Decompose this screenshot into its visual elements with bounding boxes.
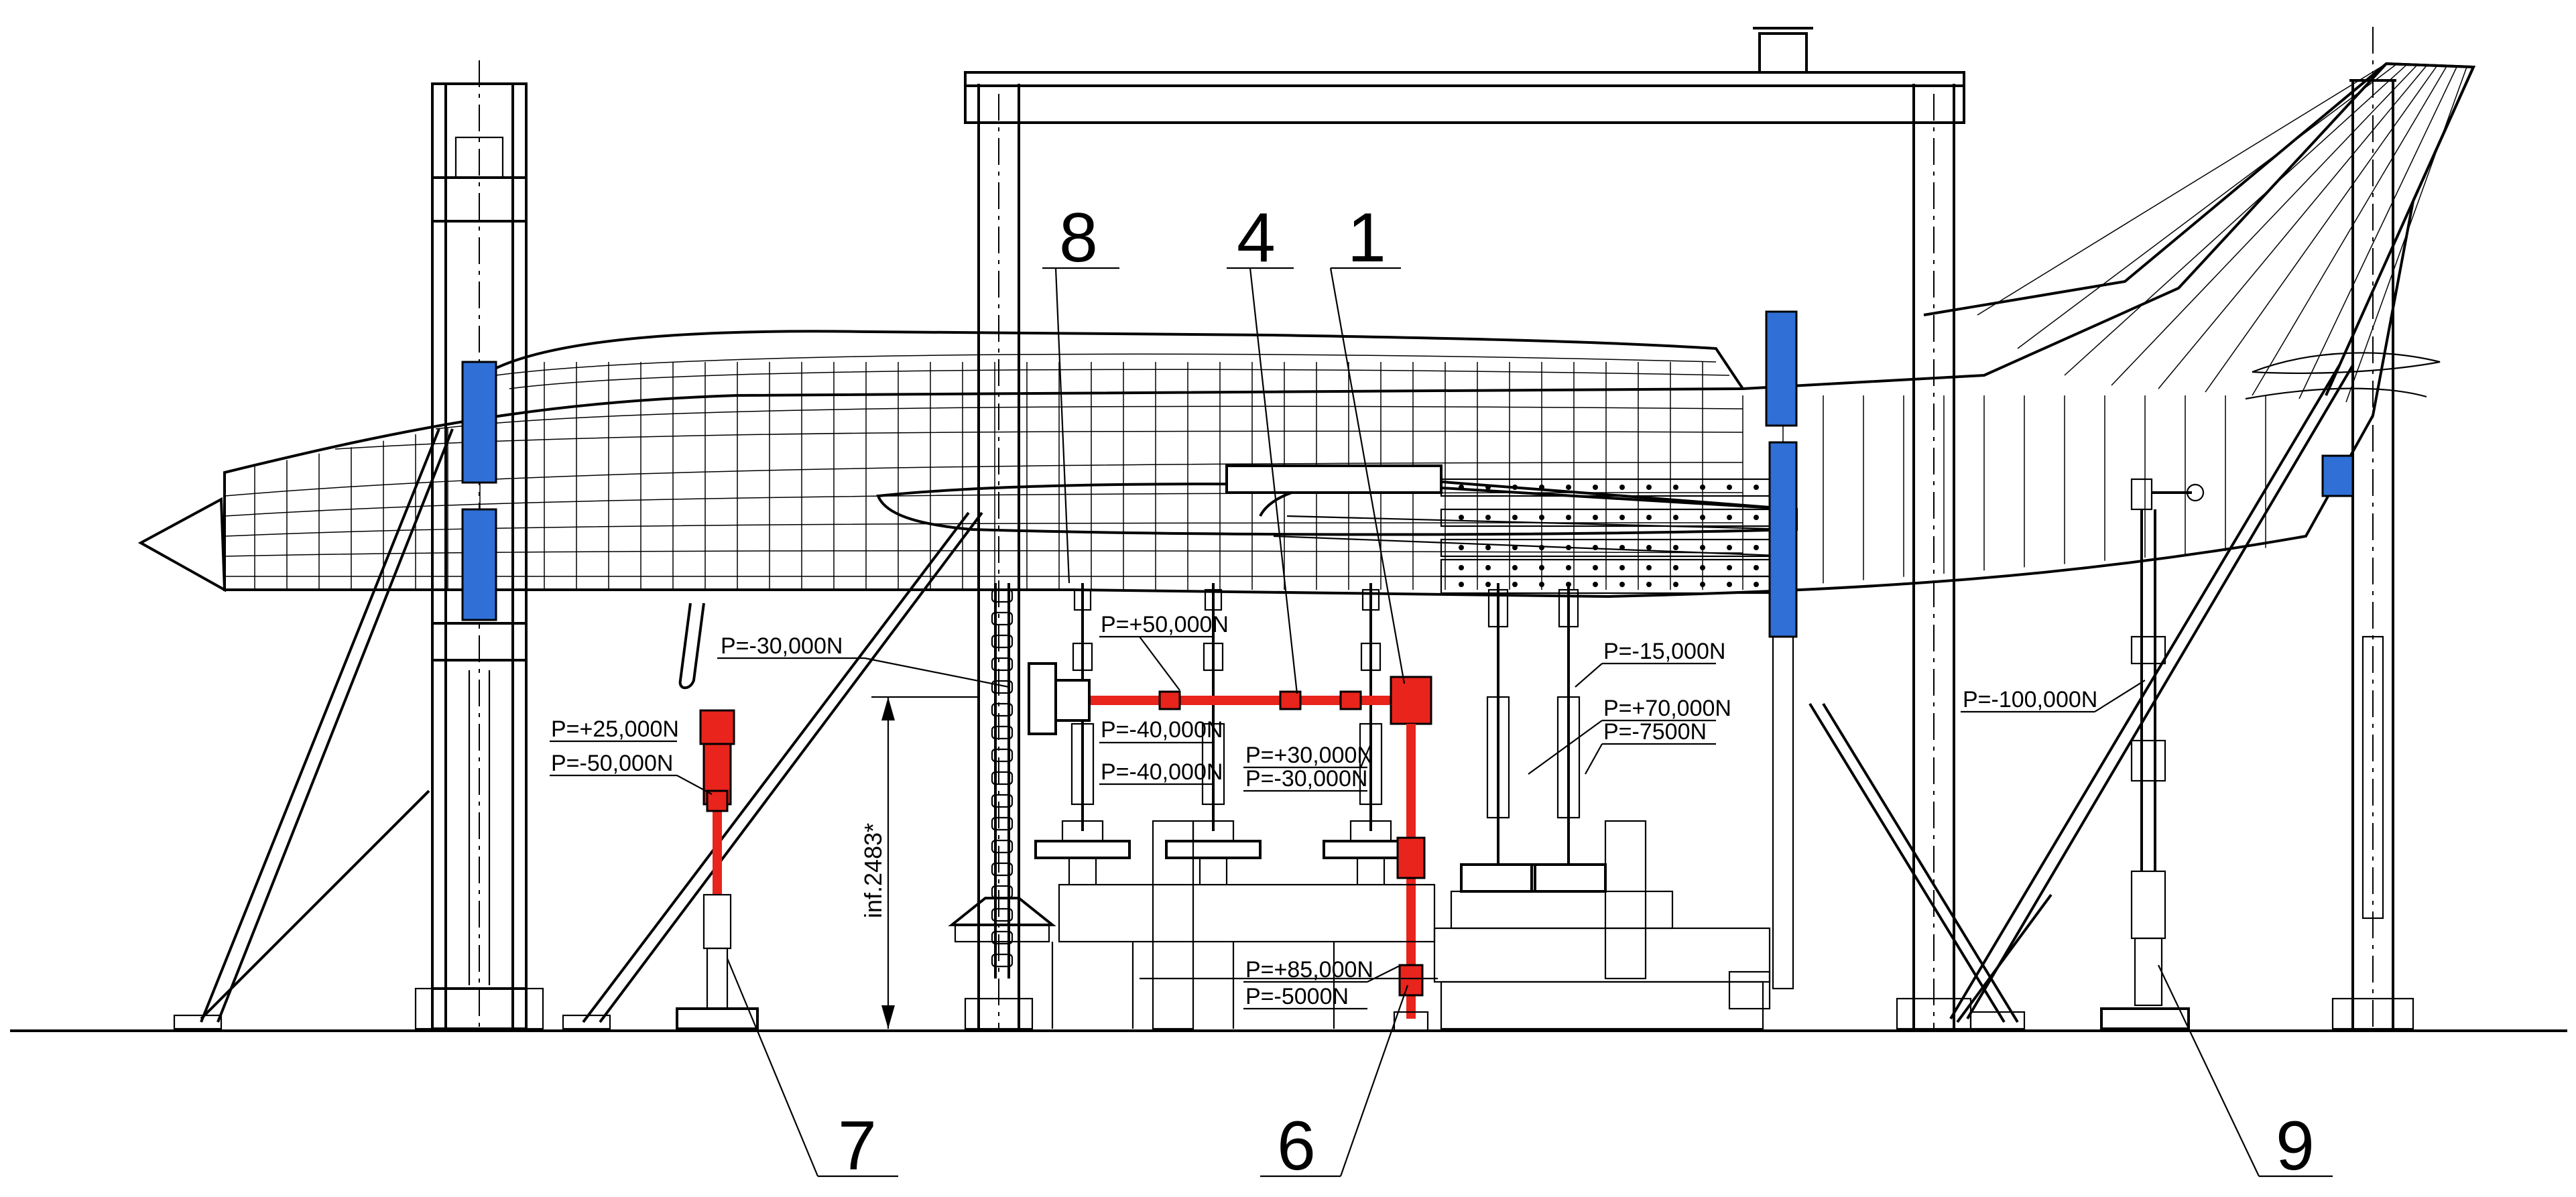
tail-fin (1923, 62, 2476, 396)
actuator-far-right (2100, 478, 2205, 1030)
red-actuator-head (1390, 676, 1432, 725)
red-actuator-far-left (676, 709, 759, 1030)
ventral-probe (678, 603, 705, 690)
callout-7: 7 (838, 1107, 877, 1185)
fin-ribs (1977, 63, 2467, 403)
wing-loading-fixture (1225, 310, 1798, 990)
load-label: P=-50,000N (551, 751, 673, 776)
load-label: P=+70,000N (1603, 696, 1731, 721)
callout-8: 8 (1059, 199, 1098, 277)
load-label: P=-100,000N (1963, 687, 2097, 712)
central-gantry-frame (964, 27, 1972, 1030)
gantry-clamp-lower (1768, 441, 1798, 638)
fuselage-outline (223, 62, 2476, 598)
fuselage-stringers (224, 353, 1743, 577)
callout-1: 1 (1347, 199, 1386, 277)
callout-9: 9 (2276, 1107, 2315, 1185)
callout-6: 6 (1277, 1107, 1316, 1185)
upper-hump (481, 330, 1744, 390)
load-label: P=+30,000N (1245, 743, 1373, 768)
left-tower-clamp-upper (461, 361, 497, 484)
wing-root (876, 483, 1798, 536)
load-label: P=-30,000N (721, 633, 843, 659)
stabilizer-lower (2245, 387, 2427, 400)
nose-cone (137, 497, 227, 592)
right-tower-clamp (2321, 454, 2354, 497)
left-support-tower (414, 60, 544, 1030)
load-label: P=-30,000N (1245, 766, 1367, 792)
callout-4: 4 (1237, 199, 1276, 277)
load-leaders (550, 635, 2146, 1010)
horizontal-stabilizer (2252, 352, 2441, 374)
gantry-clamp-upper (1765, 310, 1798, 427)
load-label: P=-40,000N (1101, 759, 1223, 785)
load-label: P=-15,000N (1603, 639, 1725, 664)
height-dimension-label: inf.2483* (859, 823, 887, 918)
load-label: P=-7500N (1603, 719, 1707, 745)
load-label: P=+85,000N (1245, 957, 1373, 983)
callout-leaders (726, 267, 2333, 1178)
left-tower-clamp-lower (461, 508, 497, 621)
left-braces (173, 428, 983, 1030)
actuator-group-left (948, 583, 1438, 1032)
load-label: P=-5000N (1245, 984, 1349, 1009)
right-braces (1808, 364, 2354, 1030)
fuselage-frames (254, 362, 2266, 590)
load-label: P=+25,000N (551, 716, 679, 742)
load-label: P=-40,000N (1101, 717, 1223, 743)
actuator-group-right (1433, 583, 1771, 1030)
load-label: P=+50,000N (1101, 612, 1229, 637)
right-support-tower (2321, 27, 2414, 1030)
height-dimension: inf.2483* (859, 696, 979, 1029)
